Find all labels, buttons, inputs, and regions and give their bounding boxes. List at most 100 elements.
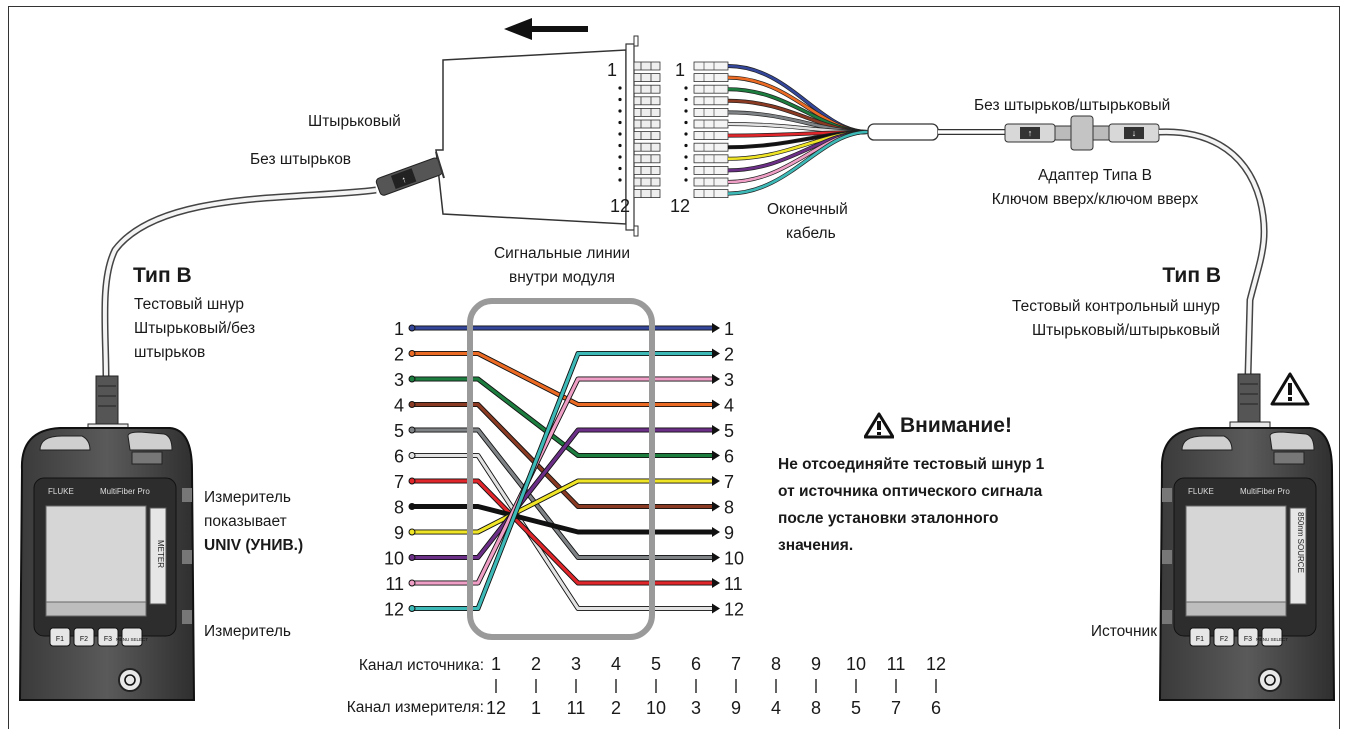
- dot: [684, 166, 688, 171]
- trunk-label-2: кабель: [786, 225, 836, 242]
- dot: [618, 166, 622, 171]
- pinned-label: Штырьковый: [308, 113, 401, 130]
- device-key-label: F2: [80, 636, 88, 643]
- fiber-start-dot: [408, 426, 416, 434]
- module-port: [633, 189, 661, 199]
- device-key: [121, 627, 143, 647]
- fanout-connectors: [693, 61, 729, 199]
- meter-shows-label-3: UNIV (УНИВ.): [204, 537, 303, 554]
- crossover-fiber: [412, 479, 712, 585]
- fan-bottom-number: 12: [670, 196, 690, 216]
- meter-channel-number: 5: [851, 698, 861, 718]
- trunk-label-1: Оконечный: [767, 201, 848, 218]
- device-key: [1213, 627, 1235, 647]
- warning-triangle-icon: [1270, 372, 1310, 406]
- crossover-left-number: 4: [394, 396, 404, 416]
- device-key-label: MENU SELECT: [116, 637, 148, 642]
- device-key: [1261, 627, 1283, 647]
- meter-shows-label-1: Измеритель: [204, 489, 291, 506]
- fiber-end-arrow: [712, 425, 720, 435]
- fiber-start-dot: [408, 554, 416, 561]
- type-b-left-label: Тип B: [133, 264, 192, 287]
- ref-cord-label-2: Штырьковый/штырьковый: [1032, 322, 1220, 339]
- fiber-end-arrow: [712, 323, 720, 333]
- fiber-end-arrow: [712, 603, 720, 614]
- device-key-label: F3: [104, 636, 112, 643]
- type-b-right-label: Тип B: [1162, 264, 1221, 287]
- warning-line: Не отсоединяйте тестовый шнур 1: [778, 456, 1045, 473]
- fanout-connector: [693, 96, 729, 106]
- warning-line: после установки эталонного: [778, 510, 999, 527]
- crossover-left-number: 3: [394, 370, 404, 390]
- crossover-right-number: 2: [724, 345, 734, 365]
- warning-text: Не отсоединяйте тестовый шнур 1 от источ…: [778, 451, 1098, 559]
- source-channel-number: 6: [691, 654, 701, 674]
- fanout-fiber: [727, 130, 869, 195]
- dot: [618, 178, 622, 182]
- unpinned-pinned-label: Без штырьков/штырьковый: [974, 97, 1170, 114]
- source-power-button[interactable]: [1258, 668, 1282, 692]
- fiber-end-arrow: [712, 476, 720, 486]
- meter-channel-number: 12: [486, 698, 506, 718]
- crossover-fiber: [412, 377, 712, 458]
- crossover-fiber: [412, 351, 712, 611]
- fanout-connector: [693, 142, 729, 152]
- unpinned-label: Без штырьков: [250, 151, 351, 168]
- fanout-dots: [684, 86, 688, 182]
- crossover-fiber: [412, 428, 712, 560]
- meter-channel-number: 4: [771, 698, 781, 718]
- module-port: [633, 131, 661, 141]
- direction-arrow: [504, 18, 588, 40]
- crossover-left-number: 2: [394, 345, 404, 365]
- crossover-right-number: 6: [724, 447, 734, 467]
- fiber-end-arrow: [712, 399, 720, 410]
- fanout-connector: [693, 177, 729, 187]
- fiber-end-arrow: [712, 578, 720, 588]
- dot: [618, 132, 622, 136]
- test-cord-label-2: Штырьковый/без: [134, 320, 255, 337]
- fiber-start-dot: [408, 605, 416, 612]
- fanout-fibers: [727, 64, 869, 196]
- fiber-end-arrow: [712, 450, 720, 461]
- source-channel-number: 4: [611, 654, 621, 674]
- meter-channel-number: 7: [891, 698, 901, 718]
- dot: [684, 143, 688, 148]
- crossover-right-number: 4: [724, 396, 734, 416]
- meter-channel-number: 9: [731, 698, 741, 718]
- signal-lines-label-1: Сигнальные линии: [494, 245, 630, 262]
- crossover-right-number: 11: [724, 574, 743, 594]
- module-port: [633, 165, 661, 175]
- source-channel-number: 7: [731, 654, 741, 674]
- warning-title-text: Внимание!: [900, 413, 1012, 437]
- svg-text:↑: ↑: [400, 174, 408, 185]
- device-key: [49, 627, 71, 647]
- trunk-cable: [867, 123, 1005, 141]
- source-channel-number: 3: [571, 654, 581, 674]
- crossover-right-number: 12: [724, 600, 744, 620]
- meter-side-label: METER: [156, 540, 165, 568]
- fanout-connector: [693, 84, 729, 94]
- meter-channel-number: 8: [811, 698, 821, 718]
- crossover-fiber: [412, 402, 712, 509]
- warning-box: Внимание! Не отсоединяйте тестовый шнур …: [778, 412, 1098, 559]
- meter-model: MultiFiber Pro: [100, 487, 150, 496]
- fiber-start-dot: [408, 477, 416, 485]
- warning-line: значения.: [778, 537, 854, 554]
- fanout-connector: [693, 154, 729, 164]
- meter-power-button[interactable]: [118, 668, 142, 692]
- device-key: [1237, 627, 1259, 647]
- dot: [618, 109, 622, 113]
- fiber-end-arrow: [712, 374, 720, 384]
- fiber-end-arrow: [712, 552, 720, 563]
- meter-channel-number: 1: [531, 698, 541, 718]
- crossover-left-number: 11: [385, 574, 404, 594]
- source-side-label: 850nm SOURCE: [1296, 512, 1305, 573]
- device-key-label: F1: [56, 636, 64, 643]
- crossover-left-number: 1: [394, 319, 404, 339]
- fanout-connector: [693, 119, 729, 129]
- crossover-left-number: 9: [394, 523, 404, 543]
- device-key-label: MENU SELECT: [1256, 637, 1288, 642]
